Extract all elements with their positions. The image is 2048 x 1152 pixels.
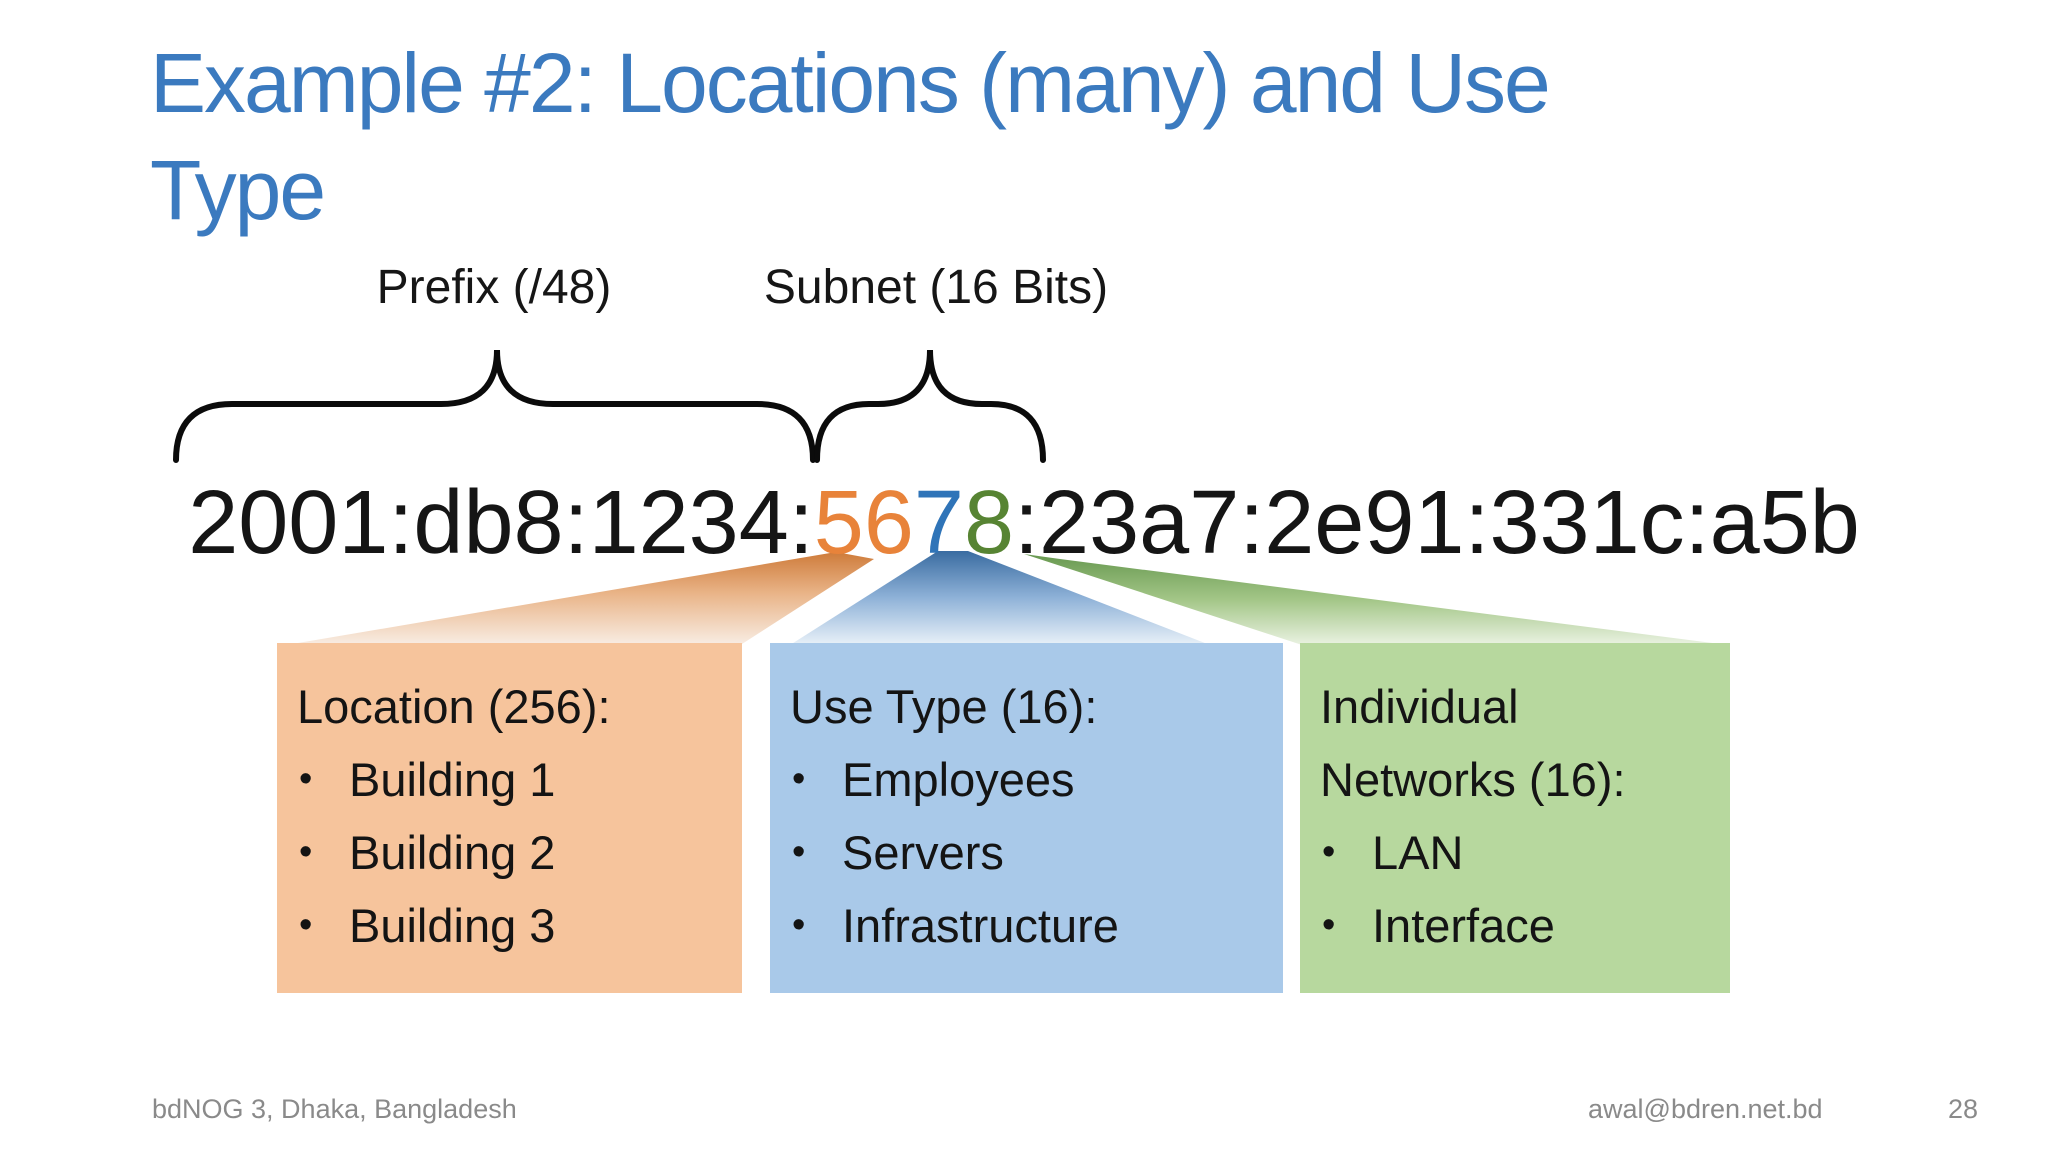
list-item-label: Building 3 (349, 899, 556, 952)
bullet-marker: • (1322, 904, 1336, 946)
callout-box-location: Location (256): • Building 1 • Building … (277, 643, 742, 993)
funnel-individual-networks (1024, 554, 1728, 645)
funnel-location (292, 552, 874, 644)
bullet-marker: • (299, 831, 313, 873)
prefix-brace (173, 349, 816, 463)
list-item: • Servers (770, 816, 1283, 889)
callout-box-use-type: Use Type (16): • Employees • Servers • I… (770, 643, 1283, 993)
box-heading: Use Type (16): (790, 680, 1098, 733)
subnet-brace-label: Subnet (16 Bits) (763, 261, 1109, 314)
slide-title: Example #2: Locations (many) and Use Typ… (150, 36, 1551, 237)
footer-page-number: 28 (1947, 1094, 1978, 1124)
address-segment-use-type: 7 (913, 473, 964, 573)
list-item-label: Building 1 (349, 753, 556, 806)
address-segment-location: 56 (813, 473, 914, 573)
subnet-brace (814, 349, 1046, 463)
list-item: • LAN (1300, 816, 1730, 889)
ipv6-address: 2001:db8:1234:5678:23a7:2e91:331c:a5b (0, 478, 2048, 568)
bullet-marker: • (299, 758, 313, 800)
bullet-marker: • (792, 831, 806, 873)
address-segment-interface-id: :23a7:2e91:331c:a5b (1014, 473, 1860, 573)
list-item: • Infrastructure (770, 889, 1283, 962)
address-segment-prefix: 2001:db8:1234: (188, 473, 814, 573)
list-item: • Building 1 (277, 743, 742, 816)
list-item-label: Servers (842, 826, 1004, 879)
footer-email: awal@bdren.net.bd (1588, 1094, 1823, 1124)
bullet-marker: • (299, 904, 313, 946)
list-item-label: LAN (1372, 826, 1464, 879)
funnel-use-type (790, 551, 1210, 645)
address-segment-networks: 8 (963, 473, 1015, 573)
callout-box-individual-networks: Individual Networks (16): • LAN • Interf… (1300, 643, 1730, 993)
list-item-label: Interface (1372, 899, 1555, 952)
footer-venue: bdNOG 3, Dhaka, Bangladesh (152, 1094, 517, 1124)
list-item: • Interface (1300, 889, 1730, 962)
box-heading: Location (256): (297, 680, 611, 733)
bullet-marker: • (792, 758, 806, 800)
box-heading: Individual Networks (16): (1320, 680, 1626, 806)
prefix-brace-label: Prefix (/48) (376, 261, 612, 314)
list-item: • Building 3 (277, 889, 742, 962)
list-item-label: Building 2 (349, 826, 556, 879)
list-item-label: Employees (842, 753, 1075, 806)
list-item: • Employees (770, 743, 1283, 816)
bullet-marker: • (1322, 831, 1336, 873)
list-item: • Building 2 (277, 816, 742, 889)
list-item-label: Infrastructure (842, 899, 1119, 952)
bullet-marker: • (792, 904, 806, 946)
